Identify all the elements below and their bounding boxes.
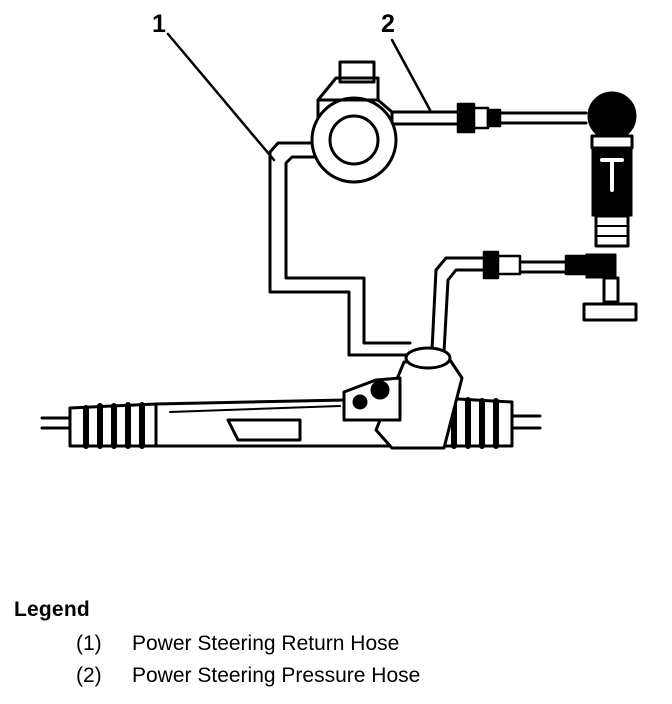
callout-2: 2: [381, 10, 395, 38]
legend-list: (1) Power Steering Return Hose (2) Power S…: [14, 628, 654, 692]
legend-item-label: Power Steering Return Hose: [132, 632, 400, 655]
callout-1: 1: [152, 10, 166, 38]
legend-item-number: (2): [76, 664, 102, 687]
legend: Legend (1) Power Steering Return Hose (2)…: [14, 598, 654, 692]
upper-fitting: [456, 102, 502, 134]
pressure-hose: [390, 110, 588, 126]
lower-fitting: [482, 250, 590, 280]
legend-item-number: (1): [76, 632, 102, 655]
steering-rack: [40, 396, 542, 449]
power-steering-hose-diagram: 1 2: [40, 10, 638, 450]
legend-item-label: Power Steering Pressure Hose: [132, 664, 421, 687]
legend-item-pressure-hose: (2) Power Steering Pressure Hose: [76, 660, 654, 692]
callout-leaders: [166, 32, 432, 162]
legend-item-return-hose: (1) Power Steering Return Hose: [76, 628, 654, 660]
steering-gear: [342, 346, 464, 450]
diagram-drawing: [40, 32, 638, 450]
legend-title: Legend: [14, 598, 90, 621]
return-hose: [268, 141, 412, 357]
pump-reservoir: [310, 60, 398, 184]
control-valve: [582, 91, 638, 322]
